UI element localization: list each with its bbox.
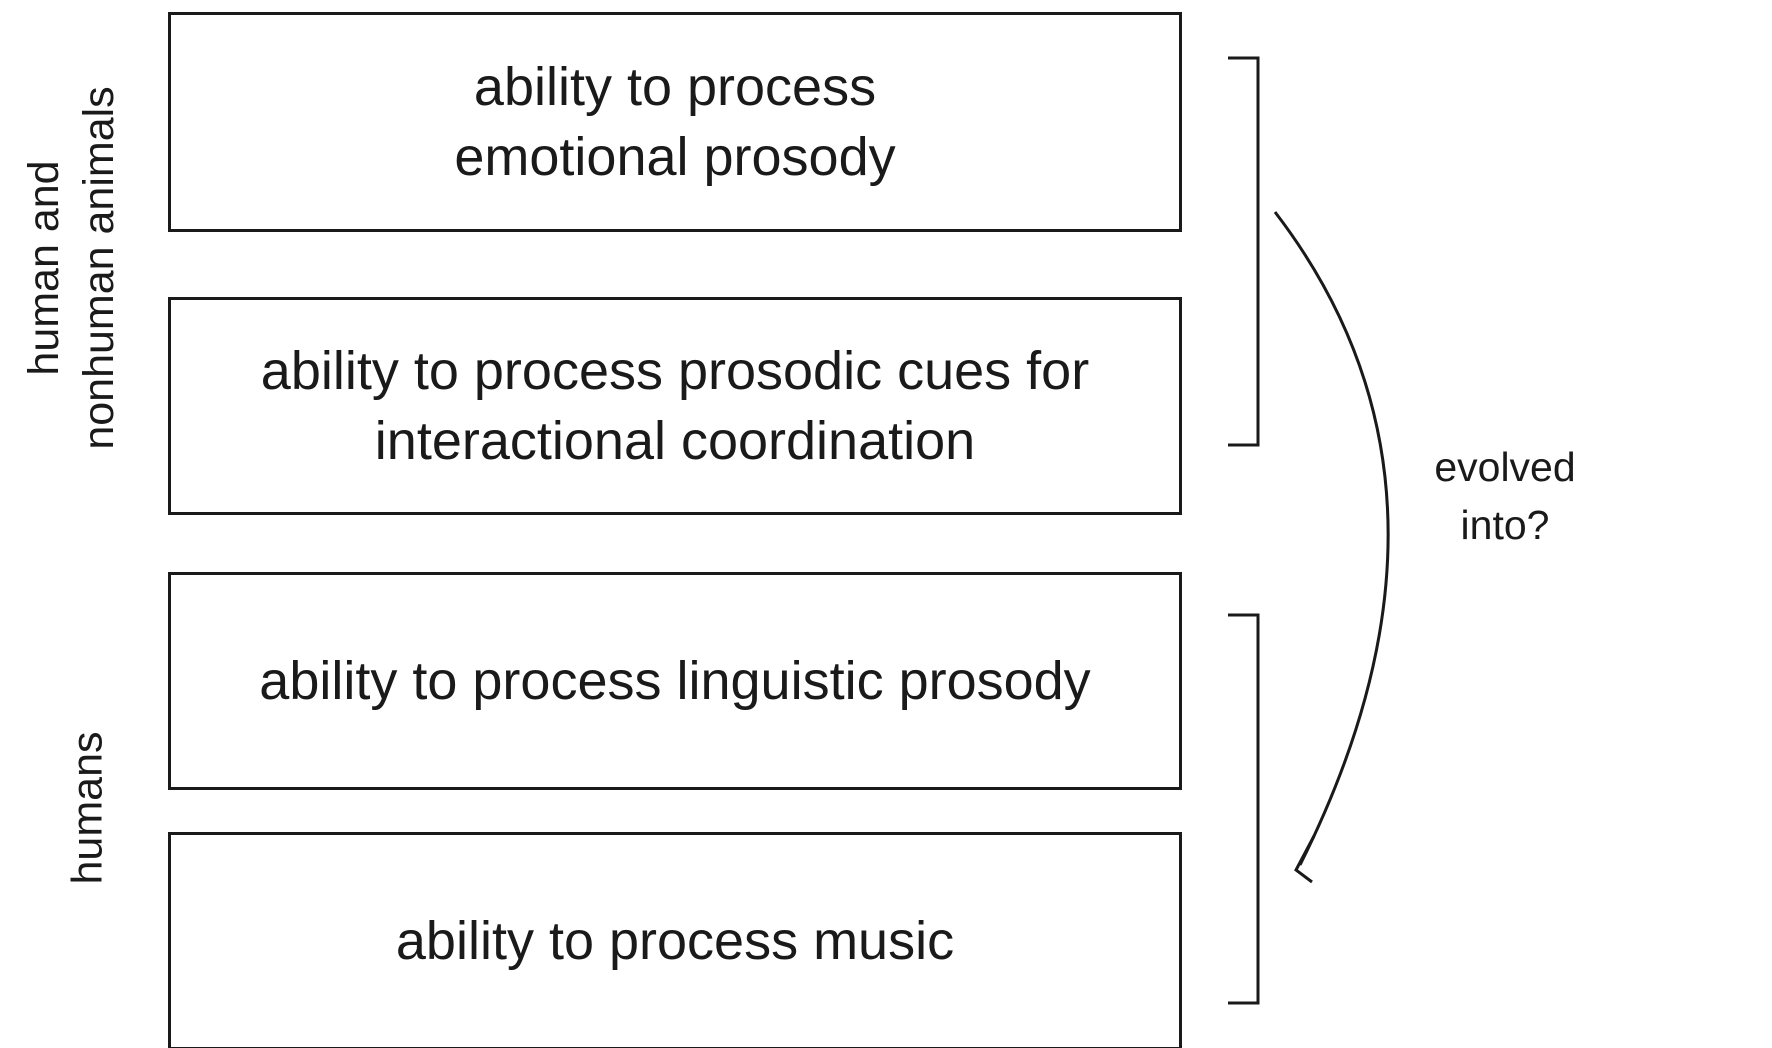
bracket-top (1228, 56, 1260, 447)
box-interactional-coordination: ability to process prosodic cues for int… (168, 297, 1182, 515)
box-interactional-coordination-line-2: interactional coordination (374, 411, 976, 471)
box-music: ability to process music (168, 832, 1182, 1048)
evolved-into-line-1: evolved (1434, 444, 1576, 490)
evolution-arrow (1273, 211, 1390, 866)
box-emotional-prosody-line-2: emotional prosody (454, 127, 896, 187)
box-emotional-prosody: ability to process emotional prosody (168, 12, 1182, 232)
bracket-bottom (1228, 613, 1260, 1005)
box-music-line-1: ability to process music (395, 911, 955, 971)
evolution-arrowhead (1294, 835, 1316, 884)
box-linguistic-prosody: ability to process linguistic prosody (168, 572, 1182, 790)
box-linguistic-prosody-line-1: ability to process linguistic prosody (259, 651, 1091, 711)
evolved-into-label: evolved into? (1434, 438, 1575, 554)
evolved-into-line-2: into? (1460, 502, 1550, 548)
box-emotional-prosody-line-1: ability to process (473, 57, 877, 117)
box-interactional-coordination-line-1: ability to process prosodic cues for (260, 341, 1090, 401)
